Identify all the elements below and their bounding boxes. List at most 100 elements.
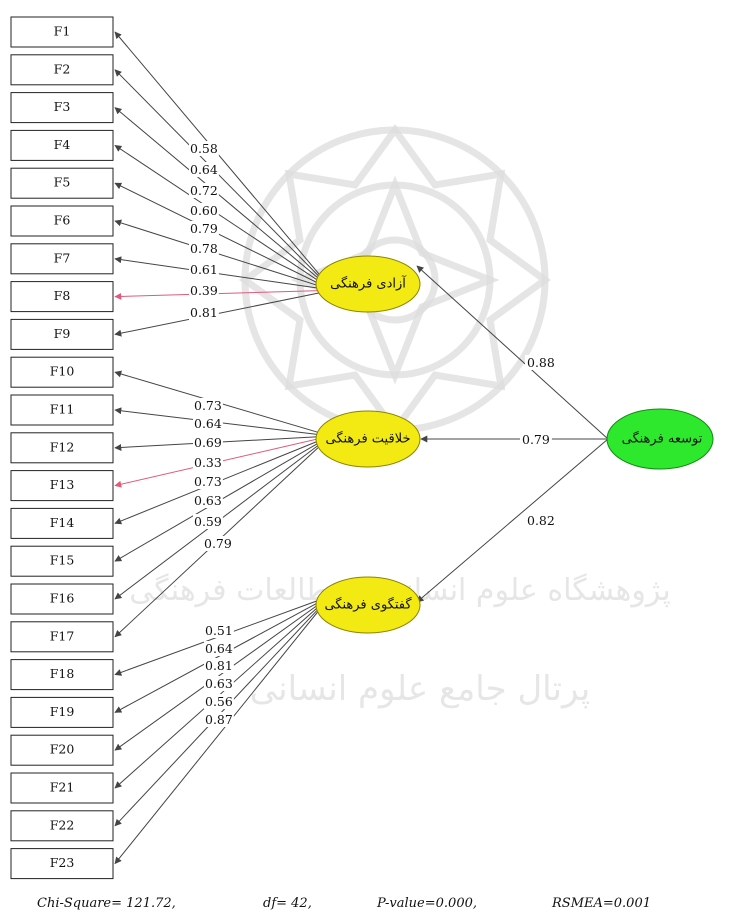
indicator-box [10,848,114,880]
loading-backdrop [204,658,234,673]
second-order-label: توسعه فرهنگی [622,431,703,447]
indicator-box [10,772,114,804]
indicator-f6: F6 [10,205,114,237]
indicator-f7: F7 [10,243,114,275]
indicator-f16: F16 [10,583,114,615]
chi-square-stat: Chi-Square= 121.72, [37,896,176,911]
factor-dialogue: گفتگوی فرهنگی [315,576,421,634]
indicator-box [10,205,114,237]
factor-freedom-ellipse [315,255,421,313]
indicator-label: F10 [50,364,75,379]
p-value-stat: P-value=0.000, [377,896,477,911]
indicator-box [10,318,114,350]
indicator-label: F21 [50,780,75,795]
indicator-label: F16 [50,591,75,606]
loading-f2: 0.64 [190,162,218,177]
factor-freedom-label: آزادی فرهنگی [330,275,407,292]
loading-backdrop [204,641,234,656]
factor-creativity-ellipse [315,410,421,468]
factor-dialogue-ellipse [315,576,421,634]
loading-backdrop [193,416,223,431]
indicator-box [10,243,114,275]
indicator-box [10,54,114,86]
loading-label-layer: 0.580.640.720.600.790.780.610.390.810.73… [189,141,557,727]
df-stat: df= 42, [263,896,312,911]
indicator-f20: F20 [10,734,114,766]
indicator-f5: F5 [10,167,114,199]
loading-backdrop [189,262,219,277]
second-order-loading-creativity: 0.79 [522,432,550,447]
loading-backdrop [189,203,219,218]
indicator-f17: F17 [10,621,114,653]
loading-backdrop [193,435,223,450]
indicator-box [10,810,114,842]
loading-f6: 0.78 [190,241,218,256]
factor-freedom: آزادی فرهنگی [315,255,421,313]
indicator-label: F17 [50,628,75,643]
loading-backdrop [204,712,234,727]
loading-backdrop [204,694,234,709]
loading-backdrop [520,432,552,447]
indicator-box [10,507,114,539]
factor-creativity: خلاقیت فرهنگی [315,410,421,468]
indicator-label: F3 [54,99,71,114]
loading-backdrop [189,162,219,177]
indicator-label: F18 [50,666,75,681]
indicator-box [10,16,114,48]
second-order-path-freedom [416,265,609,440]
indicator-box [10,167,114,199]
indicator-f21: F21 [10,772,114,804]
second-order-factor: توسعه فرهنگی [606,408,714,470]
indicator-f14: F14 [10,507,114,539]
loading-f7: 0.61 [190,262,218,277]
indicator-box [10,696,114,728]
factor-creativity-label: خلاقیت فرهنگی [325,431,410,447]
indicator-label: F5 [54,175,71,190]
indicator-f9: F9 [10,318,114,350]
second-order-ellipse [606,408,714,470]
loading-f13: 0.33 [194,455,222,470]
second-order-loading-dialogue: 0.82 [527,513,555,528]
indicator-label: F7 [54,250,71,265]
indicator-f4: F4 [10,129,114,161]
fit-statistics: Chi-Square= 121.72, df= 42, P-value=0.00… [0,896,755,916]
loading-f3: 0.72 [190,183,218,198]
indicator-label: F12 [50,439,75,454]
loading-backdrop [193,455,223,470]
indicator-label: F20 [50,742,75,757]
indicator-box [10,545,114,577]
indicator-f18: F18 [10,659,114,691]
loading-backdrop [193,514,223,529]
loading-backdrop [525,355,557,370]
loading-backdrop [193,474,223,489]
loading-backdrop [204,676,234,691]
loading-f20: 0.81 [205,658,233,673]
loading-backdrop [203,536,233,551]
loading-f23: 0.87 [205,712,233,727]
indicator-box [10,281,114,313]
loading-backdrop [189,183,219,198]
loading-f1: 0.58 [190,141,218,156]
loading-f14: 0.73 [194,474,222,489]
indicator-label: F22 [50,817,75,832]
indicator-box [10,129,114,161]
indicator-f12: F12 [10,432,114,464]
indicator-f10: F10 [10,356,114,388]
loading-f16: 0.59 [194,514,222,529]
indicator-f23: F23 [10,848,114,880]
watermark-line-2: پرتال جامع علوم انسانی [250,669,590,709]
loading-f18: 0.51 [205,623,233,638]
loading-f5: 0.79 [190,221,218,236]
rmsea-stat: RSMEA=0.001 [552,896,651,911]
indicator-box [10,621,114,653]
second-order-loading-freedom: 0.88 [527,355,555,370]
loading-backdrop [189,283,219,298]
loading-f22: 0.56 [205,694,233,709]
indicator-box [10,432,114,464]
indicator-f8: F8 [10,281,114,313]
indicator-label: F2 [54,61,71,76]
indicator-label: F9 [54,326,71,341]
loading-f8: 0.39 [190,283,218,298]
indicator-f22: F22 [10,810,114,842]
